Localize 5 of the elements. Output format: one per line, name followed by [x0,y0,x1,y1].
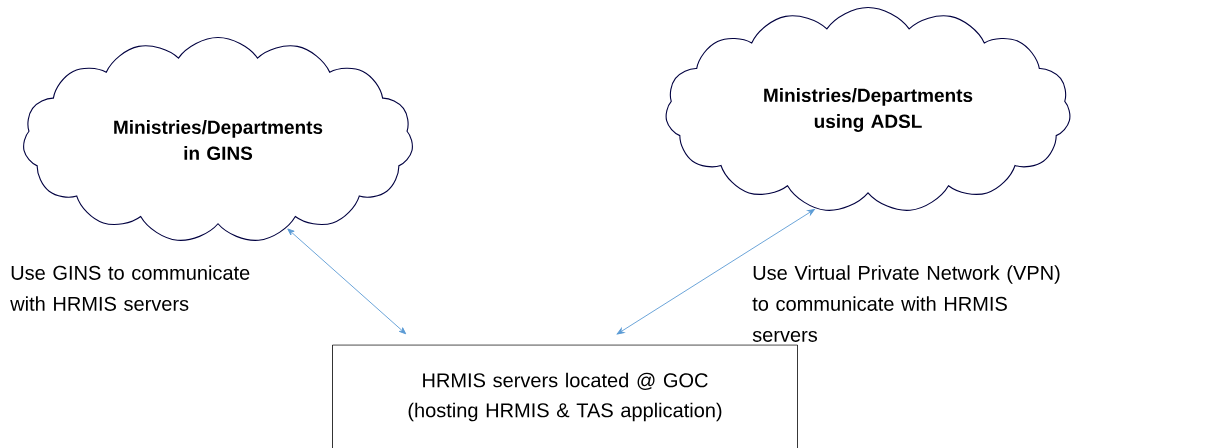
double-arrow [287,228,407,335]
server-box: HRMIS servers located @ GOC (hosting HRMIS & TAS application) [332,344,798,448]
edge-label: Use Virtual Private Network (VPN) to communicate with HRMIS servers [752,265,1060,342]
edge-label: Use GINS to communicate with HRMIS servers [10,265,250,311]
double-arrow [616,208,815,335]
